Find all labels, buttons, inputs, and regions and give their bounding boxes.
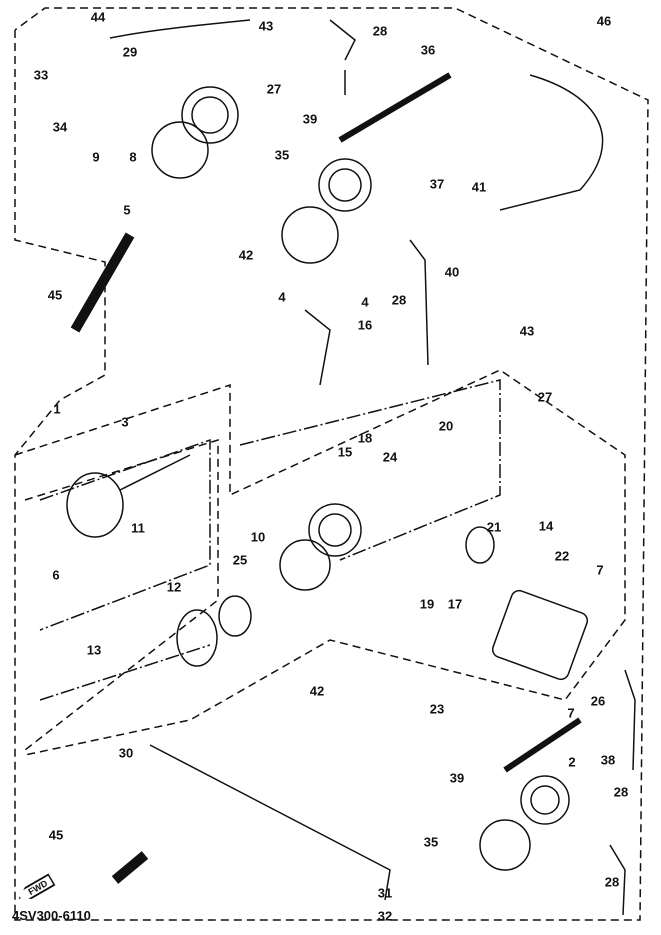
part-label: 16 xyxy=(357,317,373,333)
part-label: 39 xyxy=(449,770,465,786)
part-label: 22 xyxy=(554,548,570,564)
cover-kit-boundary xyxy=(24,438,219,751)
subassembly-lines xyxy=(39,379,501,701)
part-label: 8 xyxy=(129,149,137,165)
part-label: 4 xyxy=(278,289,286,305)
part-label: 25 xyxy=(232,552,248,568)
part-label: 39 xyxy=(302,111,318,127)
part-label: 35 xyxy=(274,147,290,163)
part-label: 42 xyxy=(238,247,254,263)
part-label: 31 xyxy=(377,885,393,901)
part-label: 17 xyxy=(447,596,463,612)
part-label: 43 xyxy=(258,18,274,34)
part-label: 40 xyxy=(444,264,460,280)
part-label: 30 xyxy=(118,745,134,761)
part-label: 11 xyxy=(131,520,145,536)
part-label: 29 xyxy=(122,44,138,60)
part-label: 41 xyxy=(471,179,487,195)
part-label: 45 xyxy=(48,827,64,843)
part-label: 38 xyxy=(600,752,616,768)
part-label: 1 xyxy=(53,401,61,417)
part-label: 42 xyxy=(309,683,325,699)
part-label: 9 xyxy=(92,149,100,165)
part-label: 24 xyxy=(382,449,398,465)
part-label: 27 xyxy=(537,389,553,405)
part-label: 19 xyxy=(419,596,435,612)
part-label: 36 xyxy=(420,42,436,58)
part-label: 18 xyxy=(357,430,373,446)
part-label: 23 xyxy=(429,701,445,717)
part-label: 12 xyxy=(166,579,182,595)
part-label: 28 xyxy=(604,874,620,890)
part-label: 35 xyxy=(423,834,439,850)
part-label: 10 xyxy=(250,529,266,545)
part-label: 45 xyxy=(47,287,63,303)
part-label: 28 xyxy=(613,784,629,800)
part-label: 4 xyxy=(361,294,369,310)
part-label: 44 xyxy=(90,9,106,25)
part-label: 32 xyxy=(377,908,393,924)
part-label: 13 xyxy=(86,642,102,658)
part-label: 7 xyxy=(596,562,604,578)
part-label: 37 xyxy=(429,176,445,192)
carburetor-bodies xyxy=(151,86,570,871)
parts xyxy=(66,19,636,916)
part-label: 34 xyxy=(52,119,68,135)
part-label: 28 xyxy=(391,292,407,308)
part-label: 7 xyxy=(567,705,575,721)
part-label: 14 xyxy=(538,518,554,534)
part-label: 28 xyxy=(372,23,388,39)
part-label: 43 xyxy=(519,323,535,339)
part-label: 15 xyxy=(337,444,353,460)
diagram-code: 4SV300-6110 xyxy=(12,908,91,923)
part-label: 5 xyxy=(123,202,131,218)
upper-boundary xyxy=(14,7,649,921)
part-label: 46 xyxy=(596,13,612,29)
part-label: 21 xyxy=(486,519,502,535)
part-label: 33 xyxy=(33,67,49,83)
part-label: 2 xyxy=(568,754,576,770)
part-label: 26 xyxy=(590,693,606,709)
assembly-boundaries xyxy=(14,7,649,921)
part-label: 6 xyxy=(52,567,60,583)
part-label: 27 xyxy=(266,81,282,97)
part-label: 3 xyxy=(121,414,129,430)
carb-assembly-boundary xyxy=(14,369,626,756)
part-label: 20 xyxy=(438,418,454,434)
